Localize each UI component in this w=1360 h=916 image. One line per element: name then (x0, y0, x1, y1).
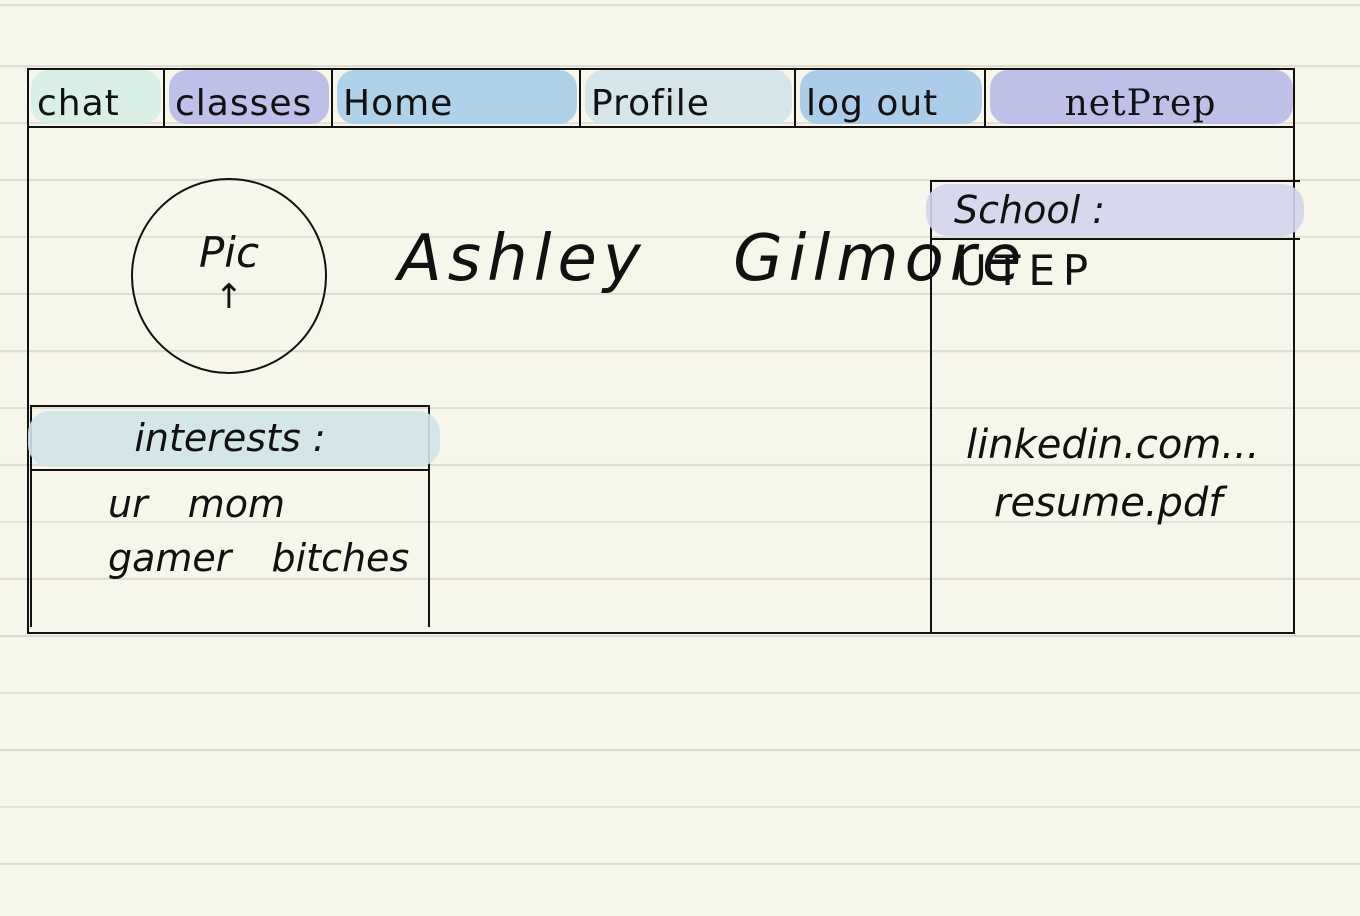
list-item: ur mom (108, 482, 286, 526)
tab-highlight (337, 70, 577, 124)
school-header: School : (926, 180, 1304, 240)
tab-highlight (169, 70, 329, 124)
school-name: UTEP (956, 246, 1097, 295)
list-item: gamer bitches (108, 536, 410, 580)
tab-highlight (31, 70, 161, 124)
tab-chat[interactable]: chat (27, 68, 165, 126)
school-panel: School : UTEP linkedin.com... resume.pdf (926, 180, 1304, 634)
interests-header-label: interests : (134, 416, 326, 460)
header-highlight (926, 184, 1304, 236)
profile-name: Ashley Gilmore (398, 222, 1028, 296)
interests-header: interests : (28, 407, 440, 471)
resume-link[interactable]: resume.pdf (994, 480, 1223, 526)
brand-name: netPrep (1064, 83, 1217, 124)
profile-picture-label: Pic (198, 228, 260, 277)
top-nav: chat classes Home Profile log out netPre… (27, 68, 1295, 128)
linkedin-link[interactable]: linkedin.com... (966, 422, 1260, 468)
tab-profile[interactable]: Profile (581, 68, 796, 126)
tab-highlight (990, 70, 1293, 124)
tab-classes[interactable]: classes (165, 68, 333, 126)
tab-label: classes (175, 83, 313, 124)
tab-label: Home (343, 83, 454, 124)
brand-logo-link[interactable]: netPrep (986, 68, 1295, 126)
profile-picture[interactable]: Pic ↑ (131, 178, 327, 374)
app-window-frame (27, 68, 1295, 634)
profile-links: linkedin.com... resume.pdf (966, 416, 1260, 532)
upload-arrow-icon: ↑ (214, 277, 244, 317)
tab-highlight (585, 70, 792, 124)
tab-label: log out (806, 83, 939, 124)
tab-home[interactable]: Home (333, 68, 581, 126)
interests-panel: interests : ur mom gamer bitches (28, 405, 440, 627)
tab-log-out[interactable]: log out (796, 68, 986, 126)
tab-label: Profile (591, 83, 710, 124)
tab-highlight (800, 70, 982, 124)
school-header-label: School : (954, 188, 1106, 232)
header-highlight (28, 411, 440, 467)
interest-list: ur mom gamer bitches (32, 471, 428, 585)
tab-label: chat (37, 83, 120, 124)
